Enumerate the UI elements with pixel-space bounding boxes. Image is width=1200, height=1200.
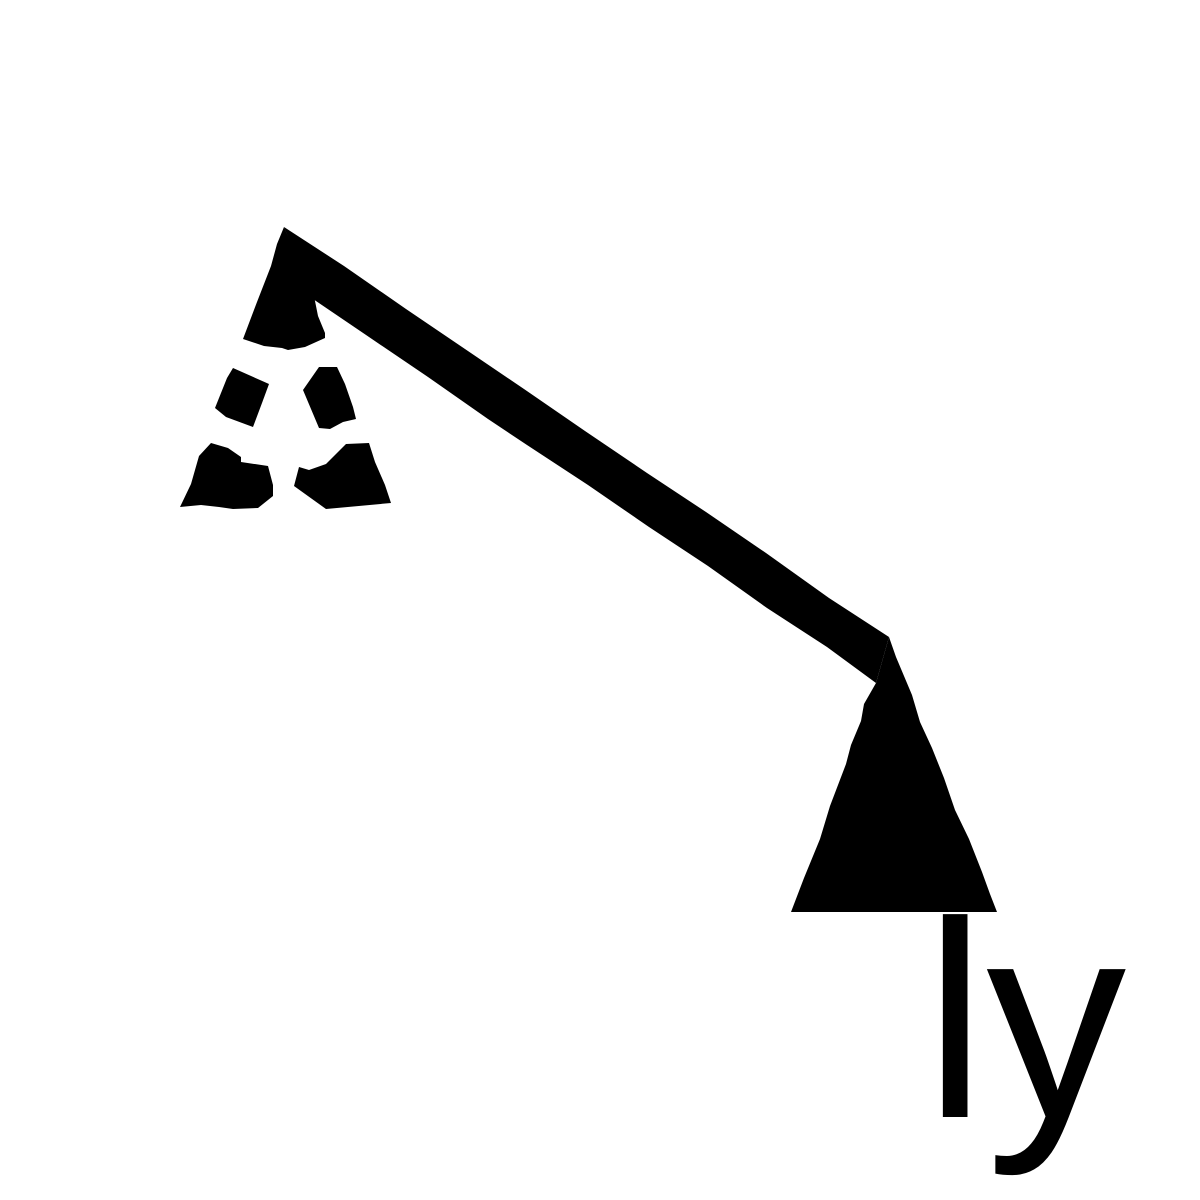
dashed-triangle-left-dash xyxy=(215,368,269,427)
dashed-triangle-bottom-left xyxy=(180,443,273,509)
connector-line xyxy=(284,227,889,683)
dashed-triangle xyxy=(180,227,391,509)
solid-triangle xyxy=(791,637,997,912)
dashed-triangle-bottom-right xyxy=(294,443,391,509)
dashed-triangle-right-dash xyxy=(303,367,356,429)
dashed-triangle-apex xyxy=(243,227,325,350)
diagram-label: ly xyxy=(924,865,1126,1178)
